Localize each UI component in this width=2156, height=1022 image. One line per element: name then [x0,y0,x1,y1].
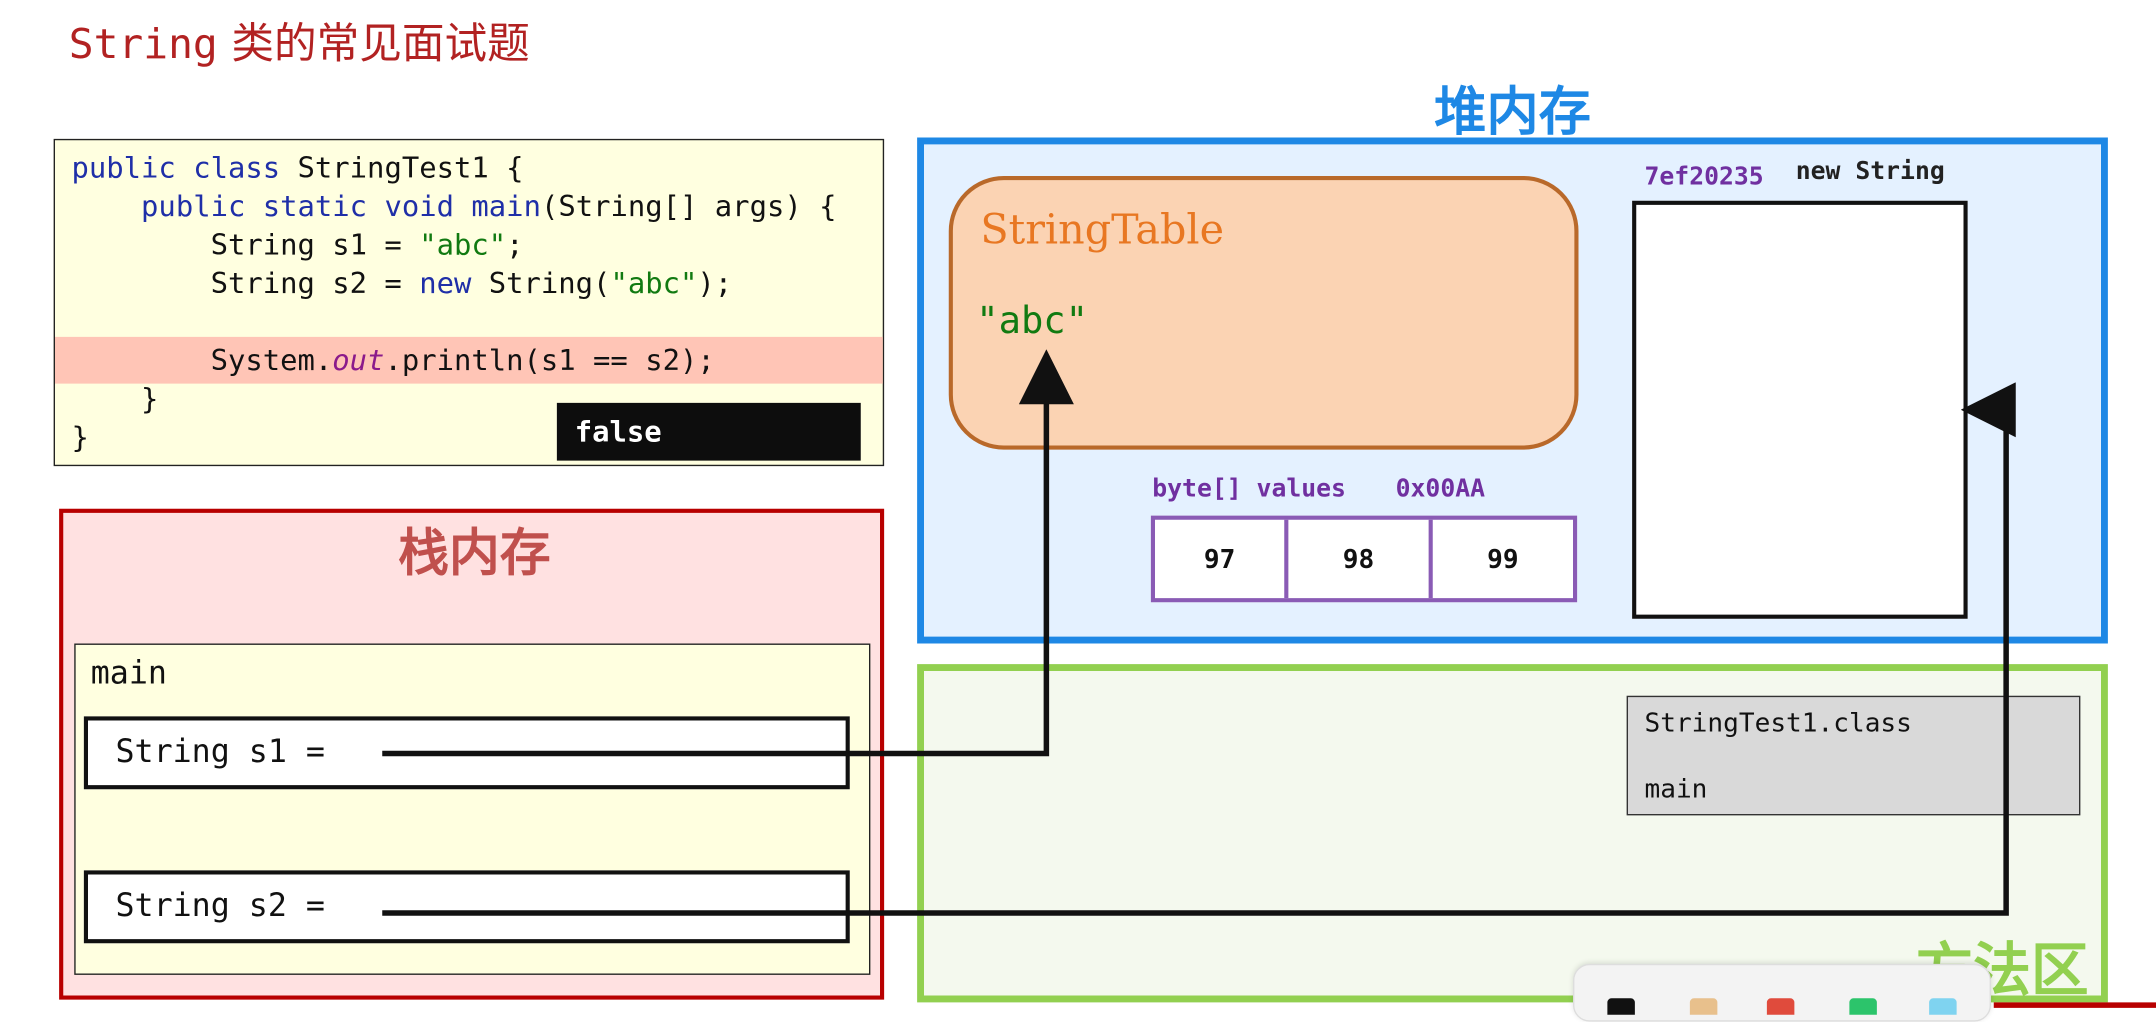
s1-reference-arrow [382,349,1074,757]
terminal-icon[interactable] [1607,998,1635,1015]
string-object-address: 7ef20235 [1644,162,1764,192]
code-line-1: public class StringTest1 { [71,151,524,185]
byte-cell: 99 [1428,519,1573,599]
code-line-7: } [71,382,159,416]
byte-array-address: 0x00AA [1395,474,1486,504]
byte-cell: 97 [1203,543,1236,575]
class-name: StringTest1.class [1644,708,1912,739]
page-title: String 类的常见面试题 [69,8,530,70]
code-line-8: } [71,420,89,454]
bottom-edge-strip [1993,1002,2156,1008]
code-line-4: String s2 = new String("abc"); [71,266,733,300]
var-label-s1: String s1 = [115,734,325,770]
code-line-6: System.out.println(s1 == s2); [71,343,715,377]
red-app-icon[interactable] [1766,998,1795,1015]
string-table-title: StringTable [980,206,1225,255]
code-line-3: String s1 = "abc"; [71,228,524,262]
stack-memory-title: 栈内存 [398,522,551,584]
class-method: main [1644,774,1708,805]
stack-frame-label: main [90,655,167,692]
title-text: 类的常见面试题 [231,19,530,69]
code-line-2: public static void main(String[] args) { [141,189,837,223]
title-prefix: String [68,20,218,69]
var-box-s2: String s2 = [83,870,850,944]
console-output: false [556,402,861,461]
cat-app-icon[interactable] [1689,998,1718,1015]
green-app-icon[interactable] [1849,998,1877,1015]
blue-app-icon[interactable] [1929,998,1957,1015]
var-label-s2: String s2 = [115,888,325,924]
string-object-box [1632,200,1968,619]
s2-reference-arrow [382,382,2016,916]
byte-array: 97 98 99 [1150,515,1578,603]
byte-cell: 98 [1284,519,1428,599]
string-table-entry: "abc" [976,299,1089,343]
taskbar [1573,963,1991,1022]
heap-memory-title: 堆内存 [1434,79,1591,142]
highlighted-line-band [55,336,883,384]
string-object-label: new String [1795,156,1945,186]
byte-array-label: byte[] values [1152,474,1346,504]
